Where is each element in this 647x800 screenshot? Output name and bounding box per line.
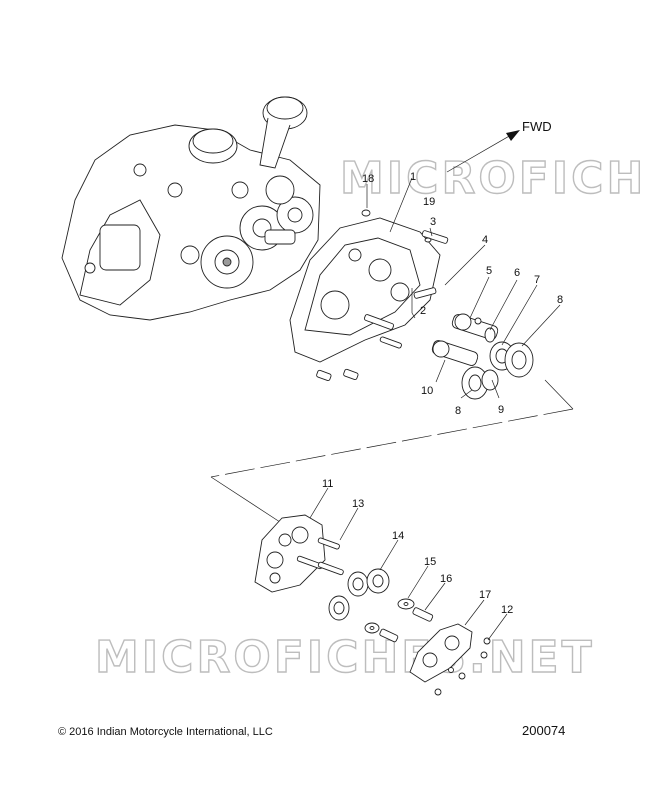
callout-6: 6 xyxy=(514,267,520,279)
copyright-notice: © 2016 Indian Motorcycle International, … xyxy=(58,726,273,738)
callout-8-upper: 8 xyxy=(557,294,563,306)
lower-cover-part-11 xyxy=(254,514,344,593)
fwd-label: FWD xyxy=(522,119,552,134)
callout-14: 14 xyxy=(392,530,404,542)
callout-10: 10 xyxy=(421,385,433,397)
copyright-text: 2016 Indian Motorcycle International, LL… xyxy=(69,726,273,738)
callout-8-lower: 8 xyxy=(455,405,461,417)
engine-assembly xyxy=(61,96,321,321)
callout-12: 12 xyxy=(501,604,513,616)
callout-3: 3 xyxy=(430,216,436,228)
fwd-arrow: FWD xyxy=(446,119,552,173)
callout-leaders xyxy=(309,177,561,641)
camshafts-and-gears xyxy=(431,313,534,400)
callout-18: 18 xyxy=(362,173,374,185)
bolts-upper xyxy=(316,209,449,382)
cover-plate-part-17 xyxy=(409,623,491,696)
cam-cover-part-1 xyxy=(289,217,441,363)
bearings-and-washers xyxy=(328,568,434,643)
callout-19: 19 xyxy=(423,196,435,208)
callout-1: 1 xyxy=(410,171,416,183)
callout-2: 2 xyxy=(420,305,426,317)
callout-11: 11 xyxy=(322,478,333,490)
callout-9: 9 xyxy=(498,404,504,416)
reference-lines xyxy=(210,379,574,525)
callout-5: 5 xyxy=(486,265,492,277)
watermark-top: MICROFICHES.NET xyxy=(340,153,647,204)
callout-4: 4 xyxy=(482,234,488,246)
callout-13: 13 xyxy=(352,498,364,510)
watermark-bottom: MICROFICHES.NET xyxy=(95,632,595,683)
figure-number: 200074 xyxy=(522,723,566,738)
watermark-group: MICROFICHES.NET MICROFICHES.NET xyxy=(94,152,647,683)
callout-7: 7 xyxy=(534,274,540,286)
callout-labels: 18 1 19 3 4 5 6 7 8 2 10 8 9 11 13 14 15… xyxy=(322,171,563,616)
copyright-symbol: © xyxy=(58,726,67,738)
callout-16: 16 xyxy=(440,573,452,585)
callout-15: 15 xyxy=(424,556,436,568)
callout-17: 17 xyxy=(479,589,491,601)
